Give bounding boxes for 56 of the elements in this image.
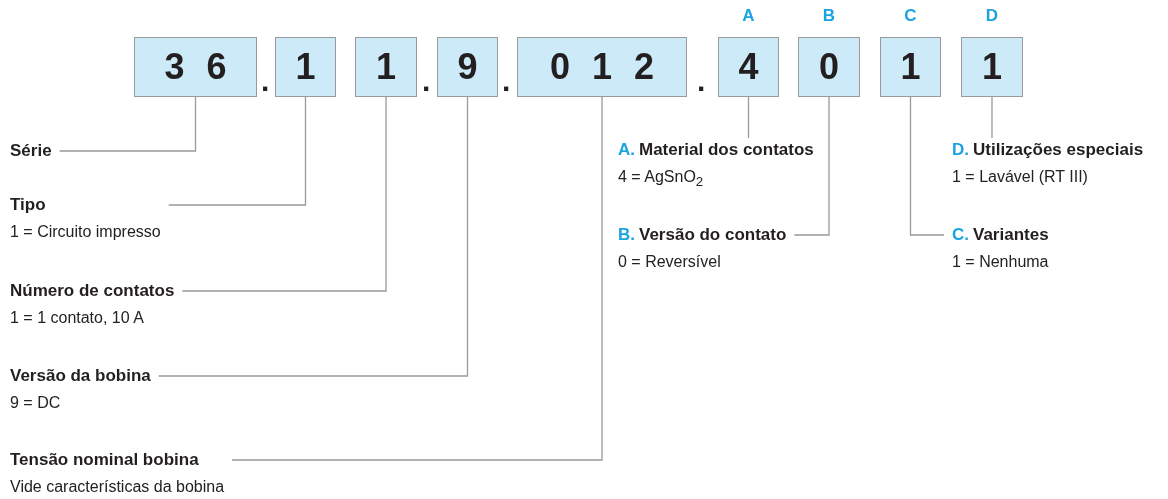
field-heading: Versão da bobina [10, 366, 151, 386]
field-description: 9 = DC [10, 394, 62, 412]
code-digits: 36 [164, 46, 249, 88]
field-heading: Série [10, 141, 52, 161]
position-letter: C. [952, 225, 969, 245]
code-digits: 1 [900, 46, 943, 88]
field-heading: Tensão nominal bobina [10, 450, 199, 470]
field-heading: Versão do contato [639, 225, 787, 245]
leader-line [909, 96, 945, 236]
position-letter: D [985, 6, 999, 26]
code-digit-box [880, 37, 941, 97]
field-description: 1 = Lavável (RT III) [952, 168, 1089, 186]
leader-line [793, 96, 830, 236]
code-digit-box [437, 37, 498, 97]
field-description: Vide características da bobina [10, 478, 225, 496]
leader-line [747, 96, 750, 139]
code-digits: 4 [738, 46, 781, 88]
leader-line [231, 96, 603, 461]
field-description: 1 = Circuito impresso [10, 223, 161, 241]
leader-line [168, 96, 307, 206]
separator-dot: . [261, 64, 270, 98]
code-digit-box [798, 37, 860, 97]
position-letter: B. [618, 225, 635, 245]
code-digits: 0 [819, 46, 861, 88]
field-heading: Utilizações especiais [973, 140, 1144, 160]
position-letter: D. [952, 140, 969, 160]
code-digits: 1 [295, 46, 338, 88]
code-digit-box [718, 37, 779, 97]
field-heading: Número de contatos [10, 281, 175, 301]
leader-line [181, 96, 387, 292]
code-digits: 012 [549, 46, 677, 88]
code-digit-box [134, 37, 257, 97]
leader-line [991, 96, 993, 139]
separator-dot: . [697, 64, 706, 98]
position-letter: A. [618, 140, 635, 160]
separator-dot: . [502, 64, 511, 98]
field-heading: Tipo [10, 195, 46, 215]
separator-dot: . [422, 64, 431, 98]
field-description: 4 = AgSnO$_{2}$ [618, 168, 705, 190]
field-heading: Variantes [973, 225, 1049, 245]
position-letter: C [904, 6, 917, 26]
code-digit-box [355, 37, 417, 97]
field-description: 1 = 1 contato, 10 A [10, 309, 145, 327]
field-description: 0 = Reversível [618, 253, 722, 271]
code-digit-box [275, 37, 336, 97]
code-digits: 1 [982, 46, 1024, 88]
field-description: 1 = Nenhuma [952, 253, 1049, 271]
code-digits: 1 [376, 46, 418, 88]
code-digit-box [961, 37, 1023, 97]
position-letter: A [742, 6, 755, 26]
code-digit-box [517, 37, 687, 97]
position-letter: B [822, 6, 836, 26]
field-heading: Material dos contatos [639, 140, 814, 160]
leader-line [58, 96, 197, 152]
leader-line [158, 96, 469, 377]
code-digits: 9 [457, 46, 500, 88]
